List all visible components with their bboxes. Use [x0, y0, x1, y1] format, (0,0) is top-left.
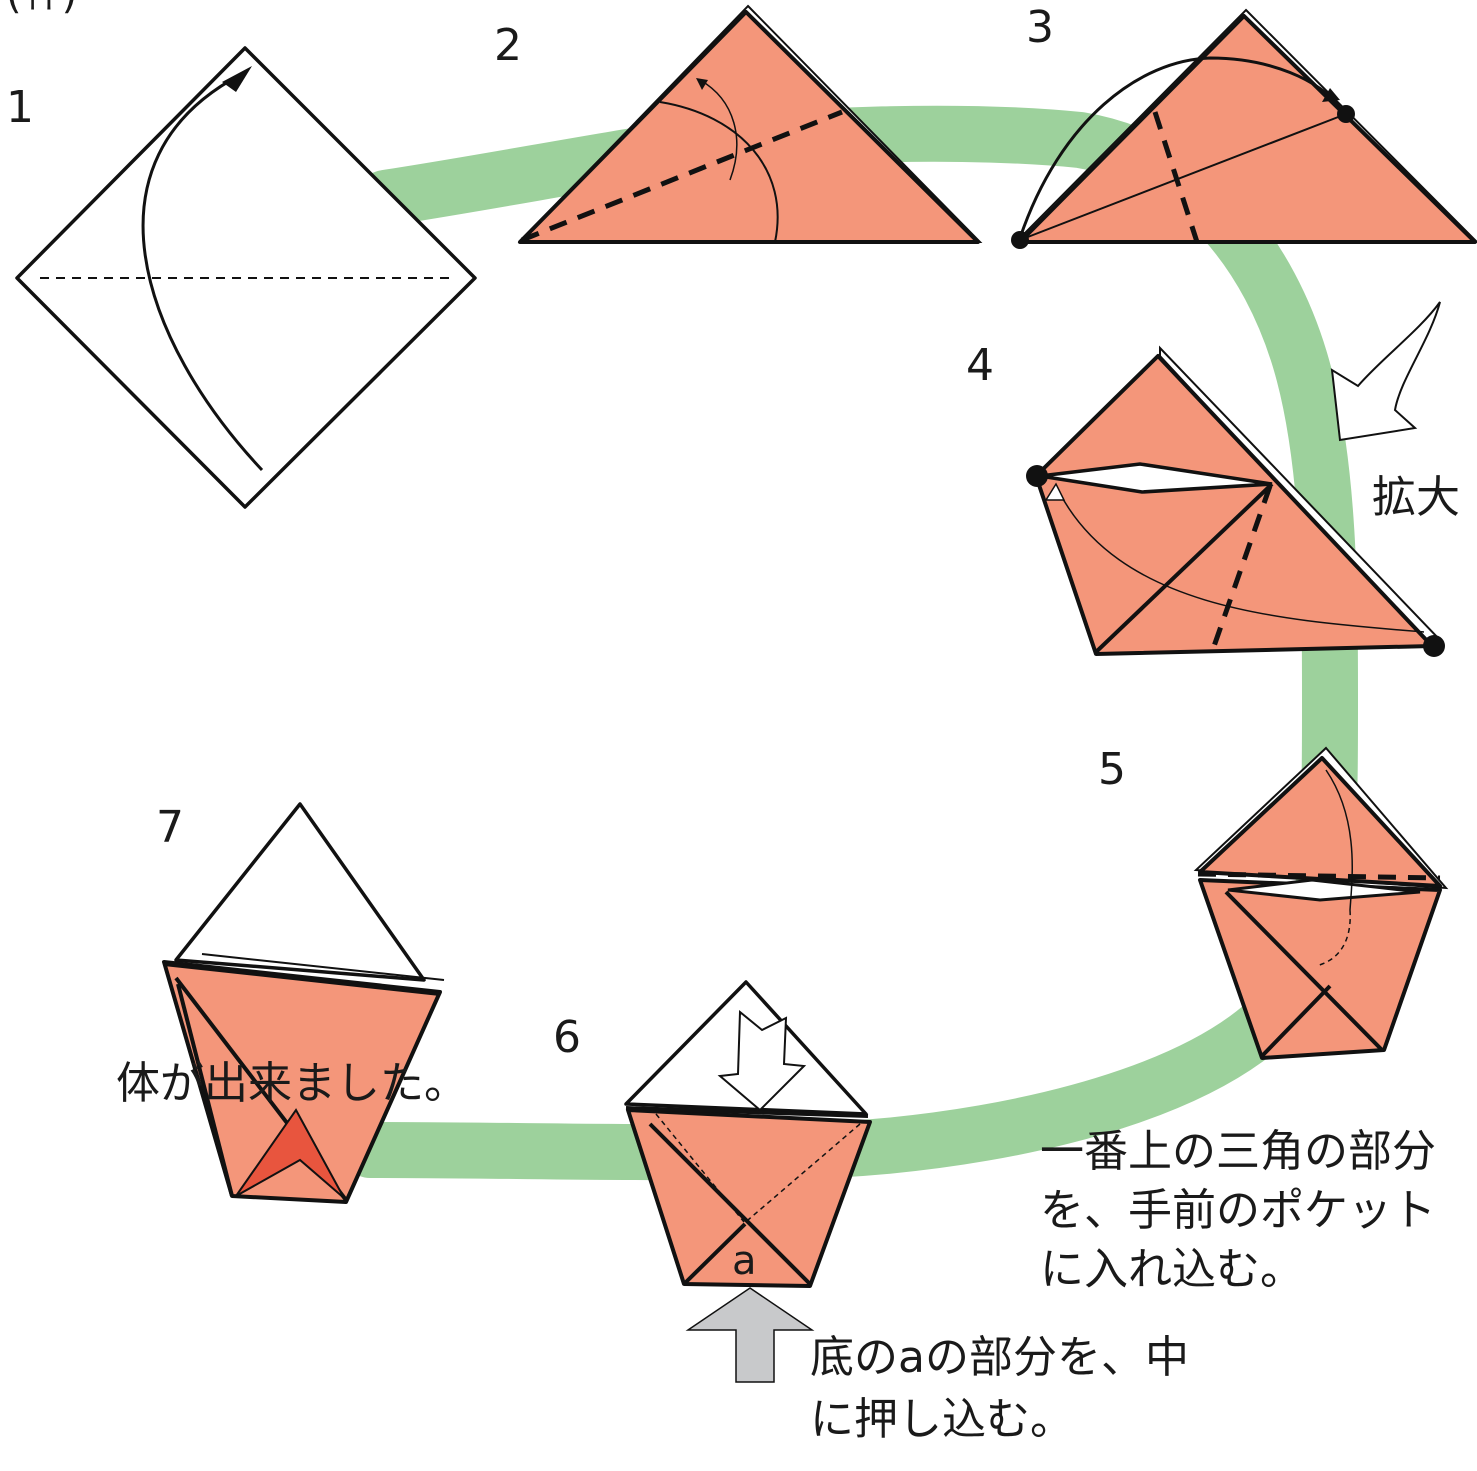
step-7-number: 7: [156, 802, 184, 853]
step-5-caption-line-1: 一番上の三角の部分: [1040, 1126, 1436, 1177]
step-6-edge-a: [648, 1122, 812, 1286]
enlarge-label: 拡大: [1372, 472, 1460, 523]
step-7: 7 体が出来ました。: [116, 802, 468, 1204]
step-5-pocket: [1227, 878, 1421, 902]
step-1-square: [15, 46, 477, 509]
step-5-fold-arrow-icon: [1325, 769, 1353, 911]
step-5-fold-line: [1197, 871, 1441, 881]
step-2-number: 2: [494, 20, 522, 71]
step-2-guide-arc: [659, 101, 779, 243]
step-5-edge-a: [1224, 890, 1384, 1052]
step-3: 3: [1011, 2, 1477, 249]
step-3-fold-line: [1152, 111, 1200, 243]
step-3-number: 3: [1026, 2, 1054, 53]
step-4-point-right: [1423, 635, 1445, 657]
step-7-white-edge: [201, 953, 445, 981]
hollow-push-down-arrow-icon: [717, 1009, 807, 1112]
arrowhead-icon: [1044, 482, 1066, 501]
step-7-top-edge: [163, 962, 441, 996]
step-3-crease: [1019, 113, 1347, 241]
step-6-edge-b: [682, 1222, 747, 1286]
hollow-enlarge-arrow-icon: [1330, 301, 1441, 442]
step-4-number: 4: [966, 340, 994, 391]
step-2-triangle: [518, 10, 980, 244]
step-7-edge-b: [176, 983, 234, 1197]
step-4-fold-arrow-icon: [1057, 489, 1425, 633]
step-6-number: 6: [553, 1012, 581, 1063]
step-5-tuck-path: [1315, 909, 1351, 967]
arrowhead-icon: [696, 78, 708, 90]
step-6-top-edge: [625, 1106, 869, 1118]
step-5-number: 5: [1098, 744, 1126, 795]
step-1: 1: [6, 46, 477, 509]
step-3-point-end: [1337, 105, 1355, 123]
step-2-fold-arrow-icon: [699, 79, 738, 181]
step-7-inner-fold: [235, 1108, 345, 1199]
step-5-edge-b: [1260, 984, 1332, 1058]
step-2-fold-line: [521, 109, 843, 243]
step-5-caption-line-3: に入れ込む。: [1040, 1244, 1304, 1295]
step-7-caption: 体が出来ました。: [116, 1058, 468, 1109]
corner-text: (ｲﾄ): [6, 0, 77, 18]
arrowhead-icon: [1322, 88, 1340, 102]
step-4-edge-a: [1094, 482, 1274, 654]
step-5: 5 一番上の三角の部分 を、手前のポケット に入れ込む。: [1040, 744, 1449, 1295]
step-2: 2: [494, 4, 983, 244]
push-up-arrow-icon: [685, 1287, 815, 1383]
step-6-body: [626, 1108, 872, 1288]
step-6-label-a: a: [732, 1238, 757, 1284]
arrowhead-icon: [222, 66, 252, 92]
step-6-caption-line-1: 底のaの部分を、中: [810, 1332, 1189, 1383]
step-3-triangle: [1018, 14, 1477, 244]
step-6-caption-line-2: に押し込む。: [810, 1394, 1074, 1445]
step-5-top-flap: [1198, 756, 1442, 888]
step-6-crease-b: [747, 1123, 861, 1221]
step-4: 4 拡大: [966, 301, 1460, 657]
step-4-point-left: [1026, 465, 1048, 487]
step-5-caption-line-2: を、手前のポケット: [1040, 1185, 1436, 1236]
step-1-number: 1: [6, 82, 34, 133]
step-3-point-start: [1011, 231, 1029, 249]
step-3-fold-arrow-icon: [1018, 56, 1342, 239]
step-6: 6 a 底のaの部分を、中 に押し込む。: [553, 980, 1189, 1445]
step-7-top-flap: [174, 802, 426, 982]
curved-fold-arrow-icon: [141, 73, 264, 472]
